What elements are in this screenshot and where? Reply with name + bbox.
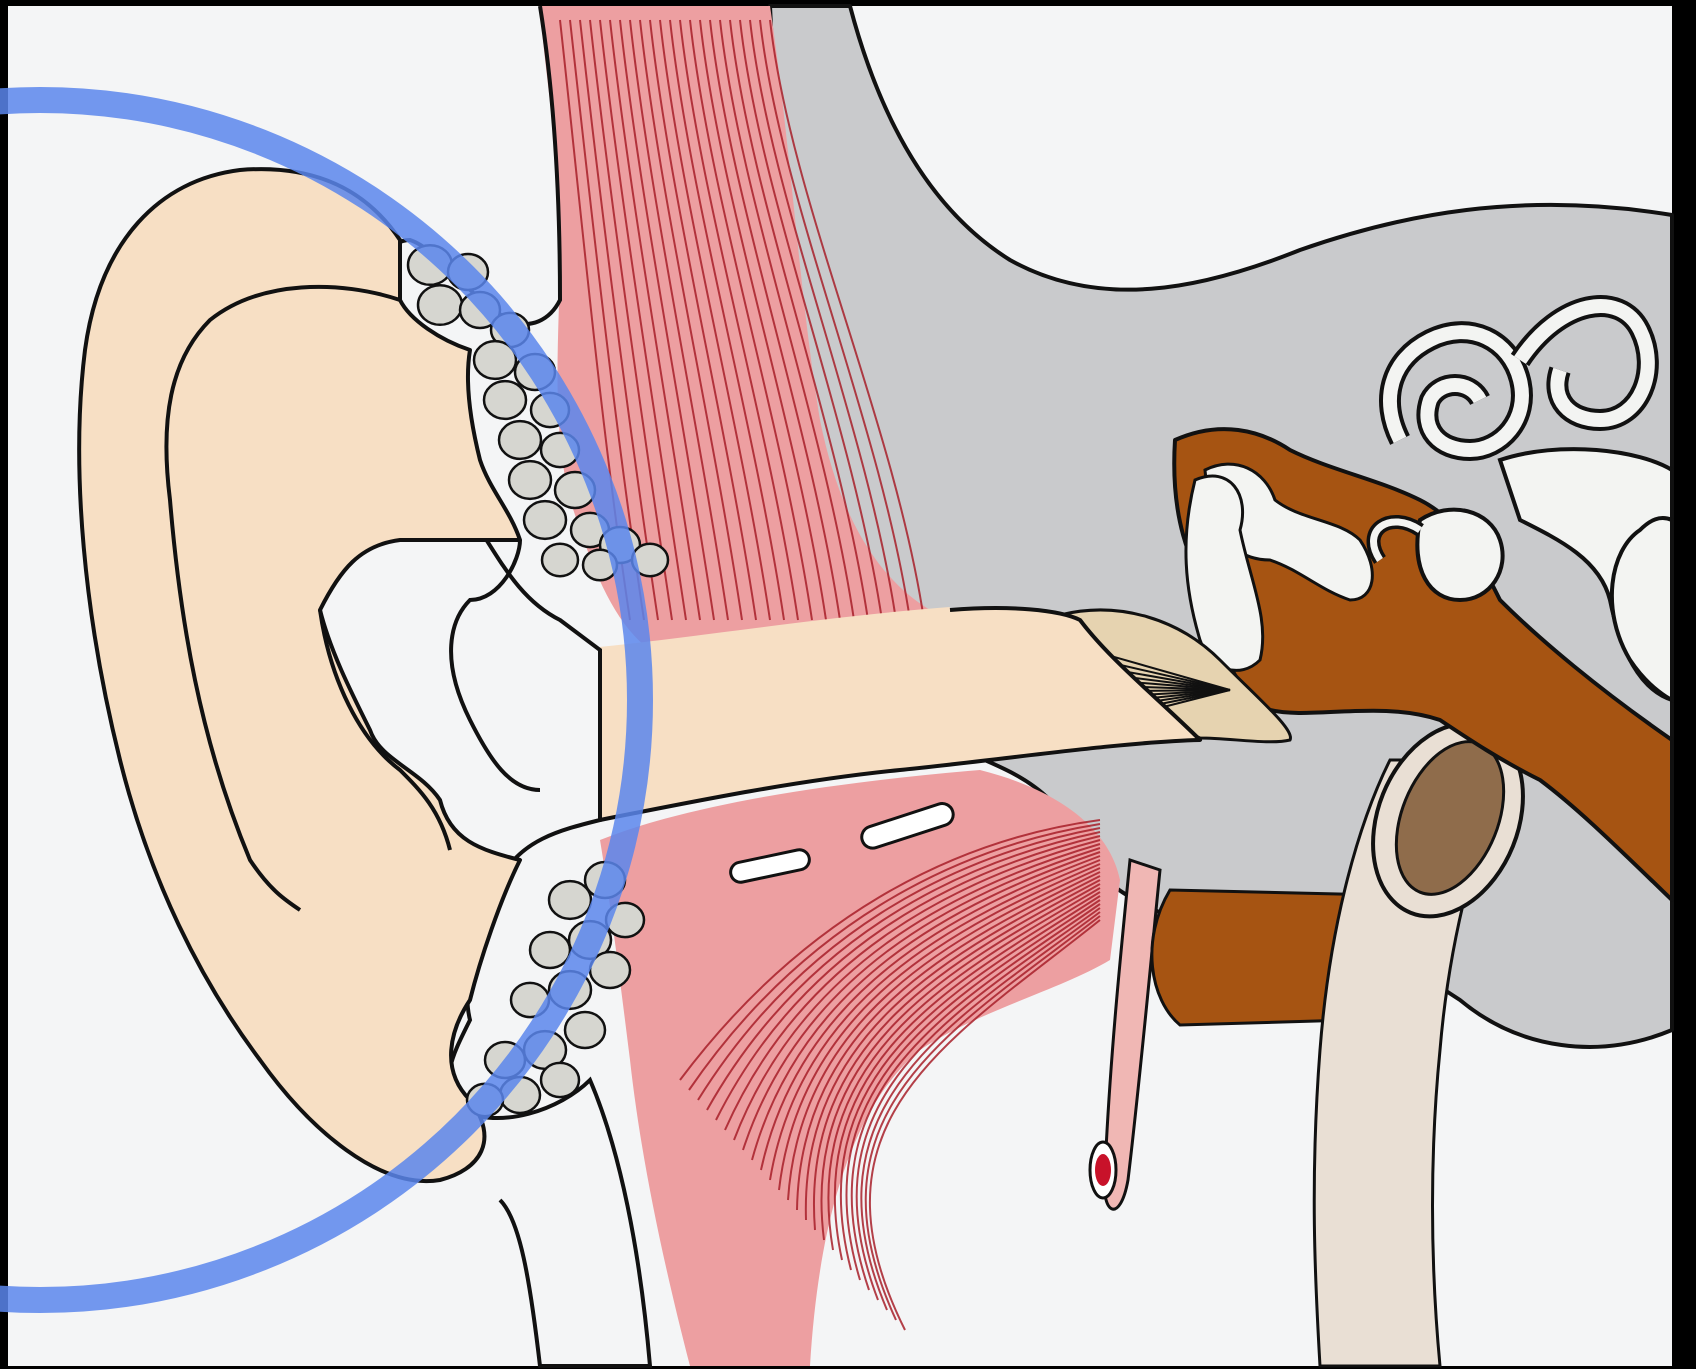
gland-lobule [524,501,566,539]
gland-lobule [530,932,570,968]
gland-lobule [542,544,578,576]
gland-lobule [484,381,526,419]
vessel-red [1095,1154,1111,1186]
gland-lobule [418,285,462,325]
gland-lobule [499,421,541,459]
gland-lobule [549,881,591,919]
gland-lobule [565,1012,605,1048]
gland-lobule [541,1063,579,1097]
gland-lobule [509,461,551,499]
